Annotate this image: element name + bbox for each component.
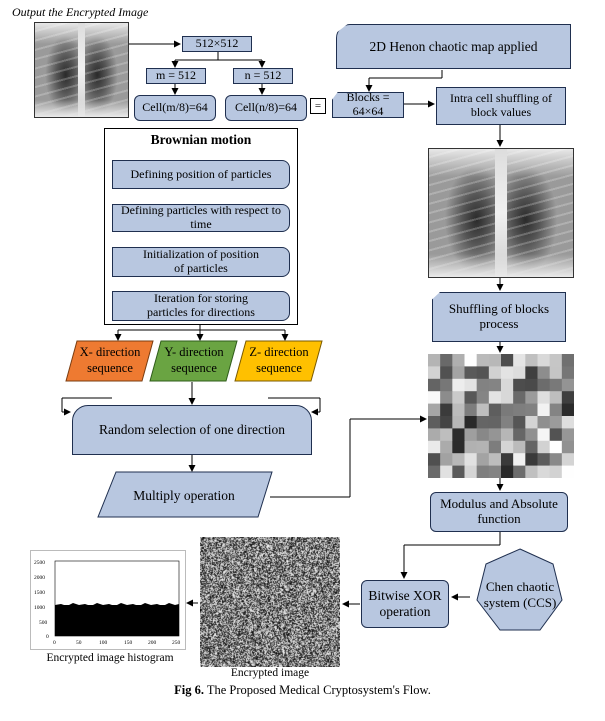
shuffling-line2: process xyxy=(479,316,519,331)
header-caption: Output the Encrypted Image xyxy=(12,5,149,19)
random-selection-box: Random selection of one direction xyxy=(72,405,312,455)
xor-box: Bitwise XOR operation xyxy=(361,580,449,628)
modulus-line1: Modulus and Absolute xyxy=(440,496,558,512)
histogram-chart: 2500 2000 1500 1000 500 0 0 50 100 150 2… xyxy=(34,560,181,646)
shuffled-xray-image xyxy=(428,148,574,278)
caption-text: The Proposed Medical Cryptosystem's Flow… xyxy=(203,683,431,697)
brownian-step4: Iteration for storing particles for dire… xyxy=(112,291,290,321)
brownian-step2: Defining particles with respect to time xyxy=(112,203,290,232)
x-tick-100: 100 xyxy=(99,640,108,646)
shuffling-box: Shuffling of blocks process xyxy=(432,292,566,342)
modulus-line2: function xyxy=(477,511,521,526)
caption-prefix: Fig 6. xyxy=(174,683,204,697)
modulus-box: Modulus and Absolute function xyxy=(430,492,568,532)
z-direction-label: Z- direction sequence xyxy=(237,345,321,376)
y-line2: sequence xyxy=(171,360,217,375)
y-tick-2000: 2000 xyxy=(34,575,45,581)
histogram-label: Encrypted image histogram xyxy=(46,652,174,664)
x-tick-150: 150 xyxy=(124,640,133,646)
x-direction-label: X- direction sequence xyxy=(68,345,152,376)
y-direction-shape xyxy=(149,340,238,382)
step3-line2: of particles xyxy=(174,261,228,275)
x-tick-250: 250 xyxy=(172,640,181,646)
xor-line2: operation xyxy=(379,604,431,619)
encrypted-image xyxy=(200,537,340,667)
step2-line1: Defining particles with respect to xyxy=(121,203,281,218)
xor-line1: Bitwise XOR xyxy=(368,588,442,604)
intra-cell-box: Intra cell shuffling of block values xyxy=(436,87,566,125)
brownian-step3: Initialization of position of particles xyxy=(112,247,290,277)
histogram-frame: 2500 2000 1500 1000 500 0 0 50 100 150 2… xyxy=(30,550,186,650)
y-tick-500: 500 xyxy=(39,620,48,626)
equals-sign: = xyxy=(314,100,322,112)
block-shuffled-image xyxy=(428,354,574,478)
y-line1: Y- direction xyxy=(164,345,224,359)
z-line2: sequence xyxy=(256,360,302,375)
n-box: n = 512 xyxy=(233,68,293,84)
shuffling-line1: Shuffling of blocks xyxy=(448,301,550,317)
x-direction-shape xyxy=(65,340,154,382)
intra-line2: block values xyxy=(470,105,532,119)
step4-line1: Iteration for storing xyxy=(154,291,248,306)
chen-heptagon xyxy=(476,548,563,631)
input-xray-image xyxy=(34,22,129,118)
intra-line1: Intra cell shuffling of xyxy=(449,91,553,106)
brownian-step1: Defining position of particles xyxy=(112,160,290,189)
multiply-label: Multiply operation xyxy=(133,488,235,503)
brownian-title: Brownian motion xyxy=(150,132,252,147)
encrypted-image-label: Encrypted image xyxy=(230,667,310,679)
blocks-box: Blocks = 64×64 xyxy=(332,92,404,118)
y-tick-2500: 2500 xyxy=(34,560,45,566)
multiply-shape xyxy=(97,471,273,518)
chen-line1: Chen chaotic xyxy=(485,579,555,594)
histogram-bars xyxy=(55,605,179,636)
x-tick-50: 50 xyxy=(76,640,82,646)
z-direction-shape xyxy=(234,340,323,382)
x-line1: X- direction xyxy=(79,345,141,359)
equals-box: = xyxy=(310,98,326,114)
figure-caption: Fig 6. The Proposed Medical Cryptosystem… xyxy=(0,683,605,698)
step2-line2: time xyxy=(190,217,212,231)
x-line2: sequence xyxy=(87,360,133,375)
step3-line1: Initialization of position xyxy=(143,247,259,262)
cell-n-box: Cell(n/8)=64 xyxy=(225,95,307,121)
step4-line2: particles for directions xyxy=(147,305,255,319)
z-line1: Z- direction xyxy=(249,345,309,359)
y-tick-0: 0 xyxy=(46,634,49,640)
cell-m-box: Cell(m/8)=64 xyxy=(134,95,216,121)
x-tick-0: 0 xyxy=(53,640,56,646)
henon-box: 2D Henon chaotic map applied xyxy=(336,24,571,69)
image-size-box: 512×512 xyxy=(182,36,252,52)
m-box: m = 512 xyxy=(146,68,206,84)
x-tick-200: 200 xyxy=(148,640,157,646)
y-tick-1500: 1500 xyxy=(34,590,45,596)
y-direction-label: Y- direction sequence xyxy=(152,345,236,376)
chen-line2: system (CCS) xyxy=(483,594,557,610)
y-tick-1000: 1000 xyxy=(34,605,45,611)
chen-label: Chen chaotic system (CCS) xyxy=(474,579,566,610)
